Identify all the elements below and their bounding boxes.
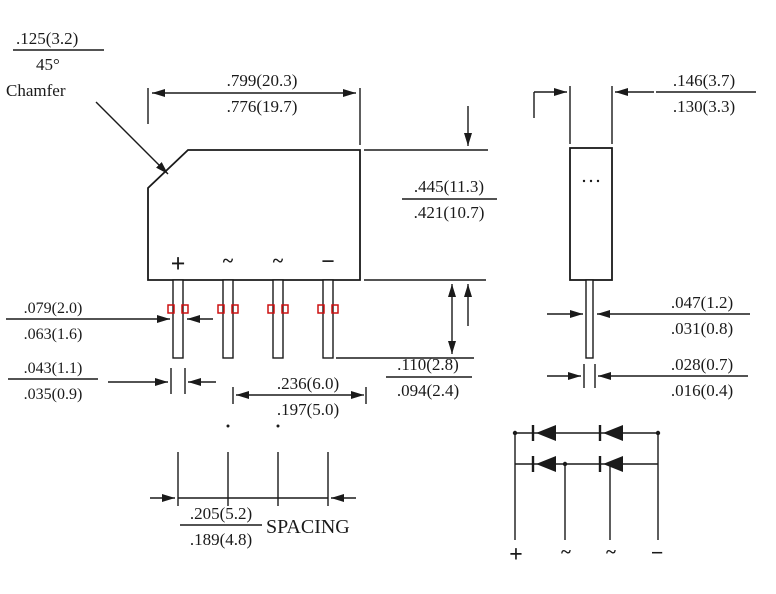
red-mark [317,304,325,314]
diode-3-icon [536,456,556,472]
red-mark [267,304,275,314]
lead-standoff-min: .094(2.4) [397,381,459,400]
lead-highlight-marks [167,304,339,314]
mold-mark-dots [226,179,600,428]
diode-4-icon [603,456,623,472]
body-width-min: .776(19.7) [227,97,298,116]
diode-2-icon [603,425,623,441]
front-view-body [147,149,361,281]
dot [589,179,593,183]
body-height-max: .445(11.3) [414,177,484,196]
body-height-min: .421(10.7) [414,203,485,222]
lead-length-min: .197(5.0) [277,400,339,419]
lead-upper-width-min: .063(1.6) [24,326,83,343]
red-mark [167,304,175,314]
lead-lower-width-dimension [8,368,216,394]
schematic-ac2-label: ~ [606,542,616,563]
red-mark [231,304,239,314]
side-lead-thickness-min: .016(0.4) [671,381,733,400]
chamfer-leader [13,49,169,175]
lead-spacing-min: .189(4.8) [190,530,252,549]
side-width-dimension [533,86,756,144]
lead-spacing-dimension [150,452,356,526]
junction-dot [607,461,613,467]
lead-length-dimension [232,387,367,404]
chamfer-text-label: Chamfer [6,81,66,100]
diode-1-icon [536,425,556,441]
red-mark [331,304,339,314]
chamfer-dim-label: .125(3.2) [16,29,78,48]
side-lead-width-max: .047(1.2) [671,293,733,312]
dot [582,179,586,183]
side-width-max: .146(3.7) [673,71,735,90]
side-body-outline [569,147,613,281]
lead-2 [222,279,234,359]
lead-spacing-max: .205(5.2) [190,504,252,523]
junction-dot [655,430,661,436]
side-view-body [569,147,613,359]
body-minus-mark: − [321,249,335,275]
dot [596,179,600,183]
body-width-max: .799(20.3) [227,71,298,90]
red-mark [281,304,289,314]
lead-1 [172,279,184,359]
bridge-schematic [514,425,659,540]
spacing-label: SPACING [266,516,350,538]
body-ac2-mark: ~ [273,250,284,272]
side-lead-thickness-dimension [547,364,748,388]
side-lead-width-min: .031(0.8) [671,319,733,338]
top-width-dimension [147,88,361,145]
side-lead [585,279,594,359]
side-width-min: .130(3.3) [673,97,735,116]
junction-dot [562,461,568,467]
lead-4 [322,279,334,359]
front-view-leads [172,279,334,359]
lead-3 [272,279,284,359]
schematic-minus-label: − [651,540,664,565]
dot [276,424,280,428]
body-plus-mark: + [171,249,186,278]
junction-dots [512,430,661,467]
side-lead-thickness-max: .028(0.7) [671,355,733,374]
body-height-dimension [364,106,497,326]
dot [226,424,230,428]
lead-lower-width-max: .043(1.1) [24,360,83,377]
lead-upper-width-max: .079(2.0) [24,300,83,317]
lead-length-max: .236(6.0) [277,374,339,393]
lead-standoff-max: .110(2.8) [397,355,459,374]
diode-triangles [536,425,623,472]
schematic-ac1-label: ~ [561,542,571,563]
chamfer-leader-arrow [95,101,169,175]
schematic-plus-label: + [509,542,523,568]
lead-standoff-dimension [336,284,474,378]
chamfer-angle-label: 45° [36,55,60,74]
package-body-outline [147,149,361,281]
junction-dot [512,430,518,436]
body-ac1-mark: ~ [223,250,234,272]
red-mark [181,304,189,314]
red-mark [217,304,225,314]
lead-lower-width-min: .035(0.9) [24,386,83,403]
